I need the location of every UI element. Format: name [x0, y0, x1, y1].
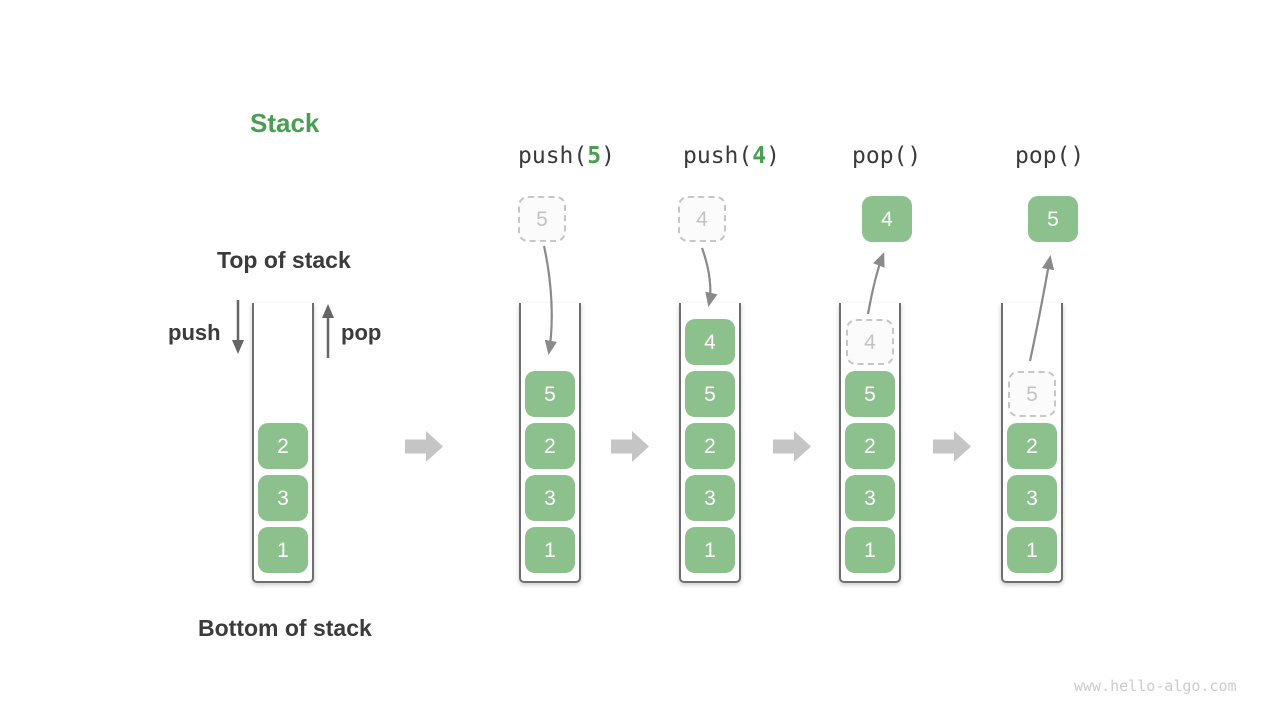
ghost-cell: 4: [846, 319, 894, 365]
stack-cell: 5: [845, 371, 895, 417]
stack-cell: 2: [1007, 423, 1057, 469]
stack-cell: 3: [258, 475, 308, 521]
step-arrow-icon: [611, 431, 649, 462]
diagram-title: Stack: [250, 108, 320, 138]
pop-label: pop: [341, 320, 382, 345]
step-arrow-icon: [773, 431, 811, 462]
stack-cell: 3: [845, 475, 895, 521]
stack-cell: 5: [525, 371, 575, 417]
watermark: www.hello-algo.com: [1074, 677, 1237, 695]
stack-cell: 1: [525, 527, 575, 573]
stack-cell: 3: [1007, 475, 1057, 521]
op-label: pop(): [1015, 143, 1084, 169]
op-label-suffix: ): [766, 143, 780, 169]
stack-cell: 2: [258, 423, 308, 469]
op-label-prefix: push(: [518, 143, 588, 169]
op-label-value: 4: [752, 143, 767, 169]
push-label: push: [168, 320, 221, 345]
ghost-cell: 5: [518, 196, 566, 242]
stack-cell: 1: [845, 527, 895, 573]
op-label-suffix: ): [601, 143, 615, 169]
push-flow-arrow-icon: [700, 247, 718, 308]
stack-cell: 2: [525, 423, 575, 469]
op-label-value: 5: [587, 143, 602, 169]
top-of-stack-label: Top of stack: [217, 247, 351, 273]
stack-cell: 3: [685, 475, 735, 521]
op-label: pop(): [852, 143, 921, 169]
op-label: push(4): [683, 143, 780, 169]
popped-cell: 5: [1028, 196, 1078, 242]
stack-cell: 1: [258, 527, 308, 573]
ghost-cell: 5: [1008, 371, 1056, 417]
op-label-prefix: push(: [683, 143, 753, 169]
bottom-of-stack-label: Bottom of stack: [198, 615, 372, 641]
stack-cell: 1: [1007, 527, 1057, 573]
stack-cell: 1: [685, 527, 735, 573]
stack-cell: 4: [685, 319, 735, 365]
stack-cell: 3: [525, 475, 575, 521]
ghost-cell: 4: [678, 196, 726, 242]
stack-cell: 2: [685, 423, 735, 469]
op-label-prefix: pop(): [852, 143, 922, 169]
op-label: push(5): [518, 143, 615, 169]
step-arrow-icon: [933, 431, 971, 462]
stack-cell: 5: [685, 371, 735, 417]
step-arrow-icon: [405, 431, 443, 462]
popped-cell: 4: [862, 196, 912, 242]
stack-cell: 2: [845, 423, 895, 469]
op-label-prefix: pop(): [1015, 143, 1085, 169]
